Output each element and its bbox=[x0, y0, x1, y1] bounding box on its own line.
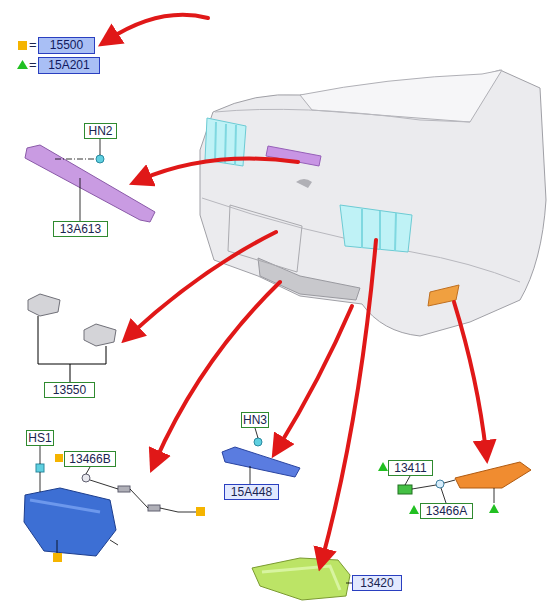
callout-box: 13411 bbox=[388, 460, 433, 476]
bulb-symbol bbox=[436, 480, 444, 488]
bulb-symbol bbox=[254, 438, 262, 446]
leader-line bbox=[55, 159, 94, 160]
leader-line bbox=[80, 139, 100, 221]
callout-box: HN3 bbox=[241, 412, 269, 428]
callout-box: 13466B bbox=[64, 451, 116, 467]
callout-number: HN3 bbox=[243, 414, 267, 427]
strip-lamp-part bbox=[222, 447, 300, 477]
socket-symbol bbox=[398, 485, 412, 494]
equals-sign: = bbox=[29, 58, 37, 72]
callout-box: 13466A bbox=[420, 503, 473, 519]
square-symbol bbox=[18, 41, 27, 50]
triangle-symbol bbox=[378, 462, 388, 471]
callout-number: HS1 bbox=[28, 432, 51, 445]
callout-number: 15A201 bbox=[48, 59, 89, 72]
callout-box: HS1 bbox=[26, 430, 54, 446]
callout-number: 13A613 bbox=[60, 223, 101, 236]
equals-sign: = bbox=[29, 38, 37, 52]
leader-line bbox=[250, 428, 258, 484]
callout-box: 13A613 bbox=[53, 221, 108, 237]
leader-line bbox=[405, 476, 494, 503]
callout-number: HN2 bbox=[88, 125, 112, 138]
callout-number: 13411 bbox=[394, 462, 426, 475]
callout-number: 13466A bbox=[426, 505, 467, 518]
bulb-symbol bbox=[96, 155, 104, 163]
callout-number: 15A448 bbox=[231, 486, 272, 499]
bracket-line bbox=[38, 316, 106, 382]
callout-number: 13420 bbox=[360, 577, 393, 590]
triangle-symbol bbox=[489, 504, 499, 513]
callout-box: 13420 bbox=[352, 575, 402, 591]
callout-box: HN2 bbox=[84, 123, 117, 139]
callout-box: 15500 bbox=[38, 37, 95, 54]
bulb-socket bbox=[36, 464, 160, 511]
license-lamp-part bbox=[28, 294, 116, 346]
square-symbol bbox=[53, 553, 62, 562]
callout-number: 13550 bbox=[53, 384, 86, 397]
triangle-symbol bbox=[17, 60, 28, 69]
square-symbol bbox=[196, 507, 205, 516]
brake-lamp-part bbox=[25, 145, 155, 222]
callout-number: 15500 bbox=[50, 39, 83, 52]
car-rear bbox=[200, 70, 546, 336]
callout-box: 13550 bbox=[44, 382, 95, 398]
square-symbol bbox=[55, 454, 63, 462]
reverse-lamp-part bbox=[252, 558, 350, 600]
triangle-symbol bbox=[409, 505, 419, 514]
red-arrow bbox=[108, 15, 486, 560]
lamp-housing-part bbox=[24, 488, 116, 556]
leader-line bbox=[40, 446, 200, 553]
side-marker-part bbox=[455, 462, 531, 488]
callout-box: 15A448 bbox=[224, 484, 279, 500]
callout-number: 13466B bbox=[69, 453, 110, 466]
callout-box: 15A201 bbox=[38, 57, 100, 74]
